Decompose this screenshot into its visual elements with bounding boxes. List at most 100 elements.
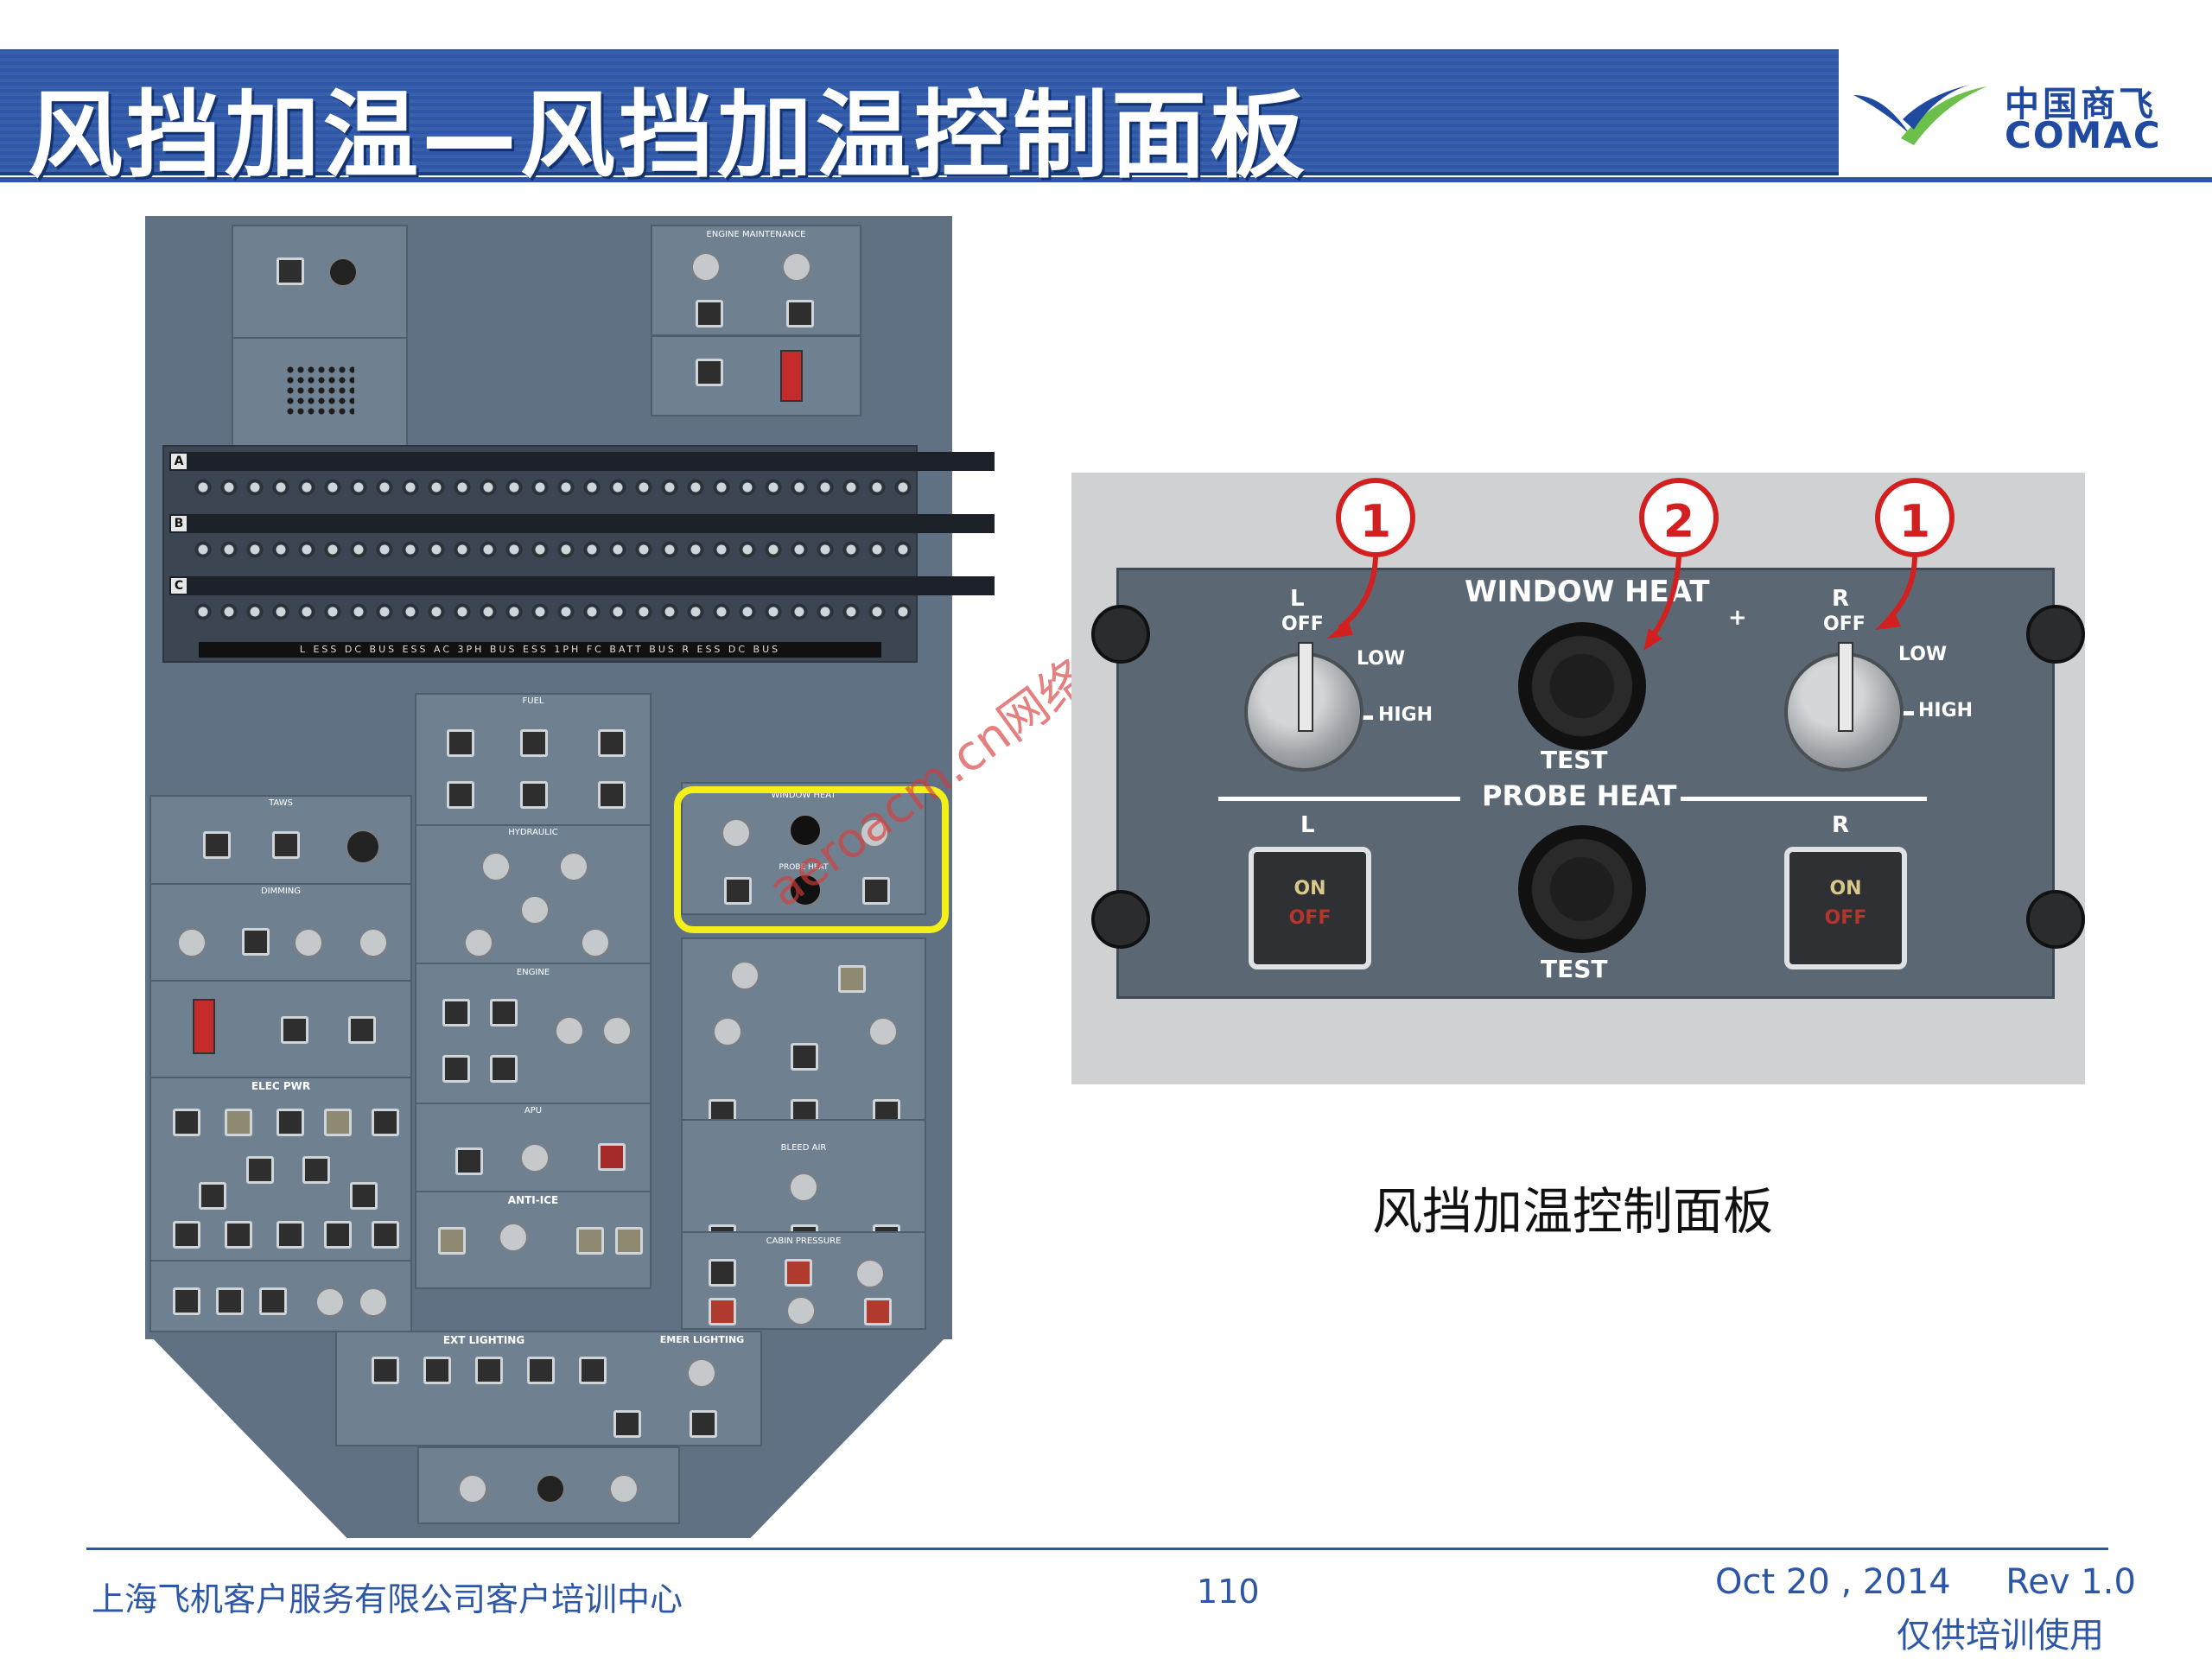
igniter-knob-right[interactable]: [602, 1016, 632, 1046]
dome-flood-knob[interactable]: [359, 928, 388, 957]
isol-knob[interactable]: [789, 1173, 818, 1202]
probe-heat-test-button[interactable]: [1518, 825, 1646, 953]
ditching-button[interactable]: [785, 1259, 812, 1287]
fadec-maint-button-right[interactable]: [786, 300, 814, 327]
wing-anti-ice-button[interactable]: [438, 1227, 466, 1255]
ant-test-knob[interactable]: [328, 257, 358, 287]
no-smkg-switch[interactable]: [359, 1287, 388, 1317]
strobe-button[interactable]: [423, 1357, 451, 1384]
window-heat-r-knob[interactable]: [1784, 642, 1904, 772]
stall-advance-button[interactable]: [348, 1016, 376, 1044]
anti-coll-button[interactable]: [372, 1357, 399, 1384]
press-ctrl-button[interactable]: [709, 1259, 736, 1287]
probe-heat-l-button-small[interactable]: [724, 877, 752, 905]
main-batt-button[interactable]: [173, 1221, 200, 1249]
cockpit-temp-knob[interactable]: [713, 1017, 742, 1046]
call-mech-button[interactable]: [216, 1287, 244, 1315]
window-heat-test-small[interactable]: [789, 814, 822, 847]
probe-heat-r-button-small[interactable]: [862, 877, 890, 905]
x-feed-valve-button[interactable]: [520, 729, 548, 757]
r-idg-button[interactable]: [324, 1109, 352, 1136]
acmp-a-knob[interactable]: [464, 928, 493, 957]
emer-stop-button[interactable]: [598, 1143, 626, 1171]
l-boost-2-button[interactable]: [447, 781, 474, 809]
l-bus-tie-button[interactable]: [199, 1182, 226, 1210]
cb-row-b-letter: B: [171, 516, 187, 531]
acmp-knob-right[interactable]: [559, 852, 588, 881]
recirc-knob[interactable]: [730, 961, 760, 990]
terr-button[interactable]: [203, 831, 231, 859]
ready-to-load-button[interactable]: [455, 1147, 483, 1175]
flap-button[interactable]: [272, 831, 300, 859]
window-heat-l-label: L: [1290, 586, 1305, 612]
ext-pwr-button[interactable]: [302, 1156, 330, 1184]
l-wiper-knob[interactable]: [458, 1474, 487, 1503]
cb-row-b-breakers[interactable]: [190, 538, 911, 561]
toilet-button[interactable]: [696, 359, 723, 386]
emer-call-button[interactable]: [259, 1287, 287, 1315]
r-boost-1-button[interactable]: [598, 729, 626, 757]
erasure-knob-left[interactable]: [691, 252, 721, 282]
bdc-button[interactable]: [242, 928, 270, 956]
igniter-knob-left[interactable]: [555, 1016, 584, 1046]
ptu-knob[interactable]: [520, 895, 550, 925]
r-start-button[interactable]: [490, 999, 518, 1027]
avionic-button[interactable]: [791, 1043, 818, 1071]
ldg-elev-knob[interactable]: [786, 1296, 816, 1325]
fadec-maint-button-left[interactable]: [696, 300, 723, 327]
erasure-knob-right[interactable]: [782, 252, 811, 282]
emer-depress-button[interactable]: [709, 1298, 736, 1325]
etrc-button[interactable]: [324, 1221, 352, 1249]
r-bus-tie-button[interactable]: [350, 1182, 378, 1210]
window-heat-r-knob-small[interactable]: [860, 818, 889, 848]
window-heat-l-knob[interactable]: [1244, 642, 1363, 772]
runway-turnoff-button[interactable]: [613, 1410, 641, 1438]
pos-button[interactable]: [475, 1357, 503, 1384]
r-stop-button[interactable]: [490, 1055, 518, 1083]
logo-light-button[interactable]: [527, 1357, 555, 1384]
apu-gen-button[interactable]: [246, 1156, 274, 1184]
call-attd-button[interactable]: [173, 1287, 200, 1315]
r-wiper-knob[interactable]: [609, 1474, 639, 1503]
r-gen-button[interactable]: [372, 1109, 399, 1136]
l-boost-1-button[interactable]: [447, 729, 474, 757]
emer-button[interactable]: [276, 257, 304, 285]
dc-bus-tie-button[interactable]: [276, 1221, 304, 1249]
probe-heat-r-button[interactable]: ON OFF: [1784, 847, 1907, 969]
ventilation-button[interactable]: [838, 965, 866, 993]
apu-batt-button[interactable]: [225, 1221, 252, 1249]
air-source-knob[interactable]: [499, 1223, 528, 1252]
engine-anti-ice-button-left[interactable]: [576, 1227, 604, 1255]
yd-button[interactable]: [281, 1016, 308, 1044]
cb-row-c-breakers[interactable]: [190, 601, 911, 623]
window-heat-l-knob-small[interactable]: [721, 818, 751, 848]
l-start-button[interactable]: [442, 999, 470, 1027]
rat-button[interactable]: [276, 1109, 304, 1136]
probe-heat-test-small[interactable]: [789, 874, 822, 906]
cb-row-a-breakers[interactable]: [190, 476, 911, 499]
flight-control-guard-switch[interactable]: [193, 999, 215, 1054]
l-gen-button[interactable]: [173, 1109, 200, 1136]
emer-lighting-knob[interactable]: [687, 1358, 716, 1388]
l-idg-button[interactable]: [225, 1109, 252, 1136]
man-rate-knob[interactable]: [855, 1259, 885, 1288]
acmp-knob-left[interactable]: [481, 852, 511, 881]
bdc-knob[interactable]: [294, 928, 323, 957]
taxi-button[interactable]: [579, 1357, 607, 1384]
apu-start-button[interactable]: [520, 781, 548, 809]
engine-anti-ice-button-right[interactable]: [615, 1227, 643, 1255]
apu-master-knob[interactable]: [520, 1143, 550, 1173]
cabin-temp-knob[interactable]: [868, 1017, 898, 1046]
pass-oxygen-button[interactable]: [864, 1298, 892, 1325]
ptcs-guard-switch[interactable]: [780, 350, 803, 402]
l-stop-button[interactable]: [442, 1055, 470, 1083]
probe-heat-l-button[interactable]: ON OFF: [1249, 847, 1371, 969]
r-boost-2-button[interactable]: [598, 781, 626, 809]
pnl-flood-knob[interactable]: [177, 928, 207, 957]
thunderstorm-button[interactable]: [690, 1410, 717, 1438]
belt-switch[interactable]: [315, 1287, 345, 1317]
window-heat-test-button[interactable]: [1518, 622, 1646, 750]
galley-button[interactable]: [372, 1221, 399, 1249]
taws-test-button[interactable]: [346, 830, 380, 864]
acmp-b-knob[interactable]: [581, 928, 610, 957]
